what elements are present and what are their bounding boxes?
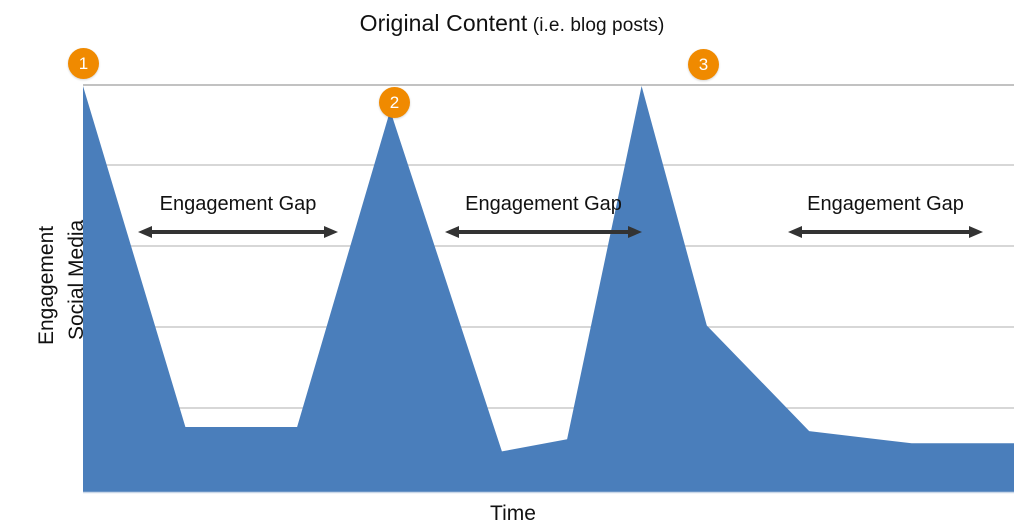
gridlines [83,84,1014,409]
series-area-path [83,86,1014,492]
content-marker-badge-2[interactable]: 2 [379,87,410,118]
content-marker-badge-3[interactable]: 3 [688,49,719,80]
content-marker-badge-1[interactable]: 1 [68,48,99,79]
area-series-social-media-engagement [83,86,1014,492]
